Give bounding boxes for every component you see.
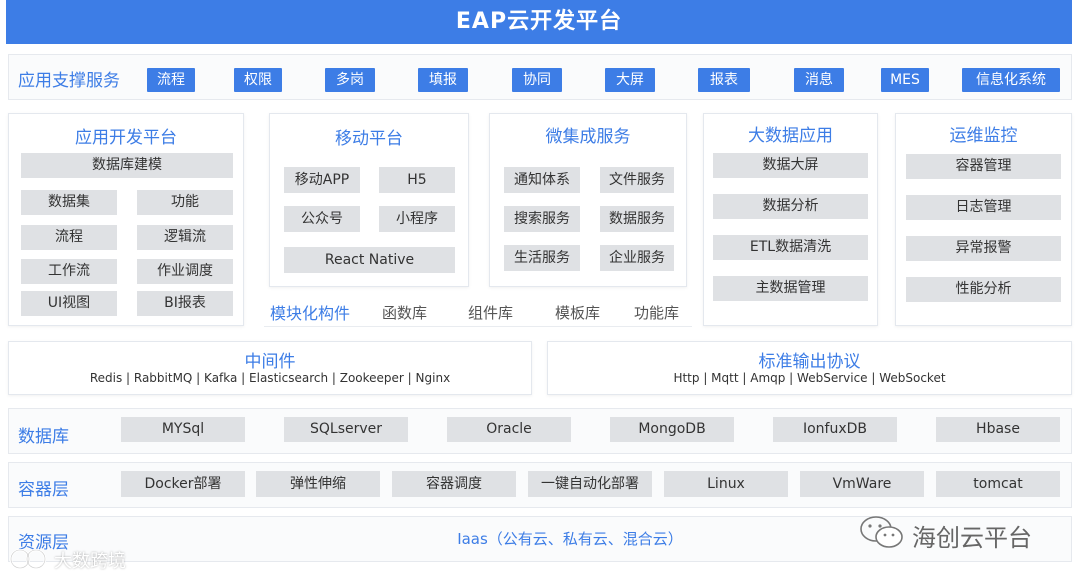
app-dev-panel	[8, 113, 244, 326]
ops-item: 性能分析	[906, 277, 1061, 302]
container-item: 弹性伸缩	[256, 471, 380, 497]
protocol-panel	[547, 341, 1072, 395]
ops-item: 异常报警	[906, 236, 1061, 261]
middleware-list: Redis | RabbitMQ | Kafka | Elasticsearch…	[89, 371, 451, 385]
modular-label: 模块化构件	[270, 304, 351, 323]
app-dev-item: 作业调度	[137, 259, 233, 284]
app-dev-item: 工作流	[21, 259, 117, 284]
protocol-list: Http | Mqtt | Amqp | WebService | WebSoc…	[673, 371, 946, 385]
app-dev-item: 逻辑流	[137, 225, 233, 250]
app-support-tag: MES	[881, 68, 929, 92]
database-label: 数据库	[18, 427, 69, 447]
container-item: tomcat	[936, 471, 1060, 497]
ops-item: 容器管理	[906, 154, 1061, 179]
micro-service-item: 数据服务	[600, 206, 674, 232]
bigdata-item: 主数据管理	[713, 276, 868, 301]
container-item: 一键自动化部署	[528, 471, 652, 497]
app-support-tag: 填报	[418, 68, 468, 92]
app-support-tag: 大屏	[605, 68, 655, 92]
mobile-item: React Native	[284, 247, 455, 273]
bigdata-item: 数据大屏	[713, 153, 868, 178]
wechat-icon	[858, 514, 906, 556]
app-support-tag: 信息化系统	[962, 68, 1060, 92]
modular-item: 组件库	[468, 304, 514, 322]
protocol-title: 标准输出协议	[758, 352, 861, 372]
app-dev-item: 数据库建模	[21, 153, 233, 178]
micro-service-item: 企业服务	[600, 245, 674, 271]
bigdata-item: ETL数据清洗	[713, 235, 868, 260]
left-watermark-text: 大数跨境	[54, 551, 126, 572]
modular-divider	[264, 326, 692, 327]
app-support-tag: 协同	[512, 68, 562, 92]
app-support-tag: 流程	[147, 68, 195, 92]
micro-service-item: 通知体系	[504, 167, 580, 193]
ops-item: 日志管理	[906, 195, 1061, 220]
database-item: SQLserver	[284, 417, 408, 442]
modular-item: 功能库	[634, 304, 680, 322]
mobile-item: 移动APP	[284, 167, 360, 193]
micro-service-item: 生活服务	[504, 245, 580, 271]
modular-item: 模板库	[555, 304, 601, 322]
database-item: Oracle	[447, 417, 571, 442]
bigdata-title: 大数据应用	[748, 126, 833, 146]
database-item: IonfuxDB	[773, 417, 897, 442]
app-support-tag: 权限	[234, 68, 282, 92]
middleware-panel	[8, 341, 532, 395]
app-dev-item: BI报表	[137, 291, 233, 316]
app-support-tag: 消息	[794, 68, 844, 92]
ops-title: 运维监控	[949, 126, 1018, 146]
micro-service-item: 文件服务	[600, 167, 674, 193]
micro-service-item: 搜索服务	[504, 206, 580, 232]
middleware-title: 中间件	[244, 352, 296, 372]
resource-label: 资源层	[18, 533, 69, 553]
mobile-item: 公众号	[284, 206, 360, 232]
container-item: VmWare	[800, 471, 924, 497]
app-support-tag: 报表	[698, 68, 750, 92]
container-item: Docker部署	[121, 471, 245, 497]
left-watermark-logo-icon	[8, 546, 52, 576]
mobile-item: 小程序	[379, 206, 455, 232]
app-dev-item: 流程	[21, 225, 117, 250]
micro-service-title: 微集成服务	[545, 127, 631, 147]
mobile-title: 移动平台	[335, 129, 403, 149]
app-dev-item: UI视图	[21, 291, 117, 316]
app-dev-title: 应用开发平台	[75, 128, 177, 148]
container-item: Linux	[664, 471, 788, 497]
container-label: 容器层	[18, 480, 69, 500]
right-watermark-text: 海创云平台	[912, 524, 1032, 552]
modular-item: 函数库	[382, 304, 428, 322]
database-item: MYSql	[121, 417, 245, 442]
app-dev-item: 功能	[137, 190, 233, 215]
app-support-tag: 多岗	[325, 68, 375, 92]
app-support-label: 应用支撑服务	[18, 71, 120, 91]
database-item: Hbase	[936, 417, 1060, 442]
mobile-item: H5	[379, 167, 455, 193]
platform-title: EAP云开发平台	[6, 0, 1072, 44]
container-item: 容器调度	[392, 471, 516, 497]
database-item: MongoDB	[610, 417, 734, 442]
app-dev-item: 数据集	[21, 190, 117, 215]
bigdata-item: 数据分析	[713, 194, 868, 219]
resource-text: Iaas（公有云、私有云、混合云）	[457, 530, 683, 548]
